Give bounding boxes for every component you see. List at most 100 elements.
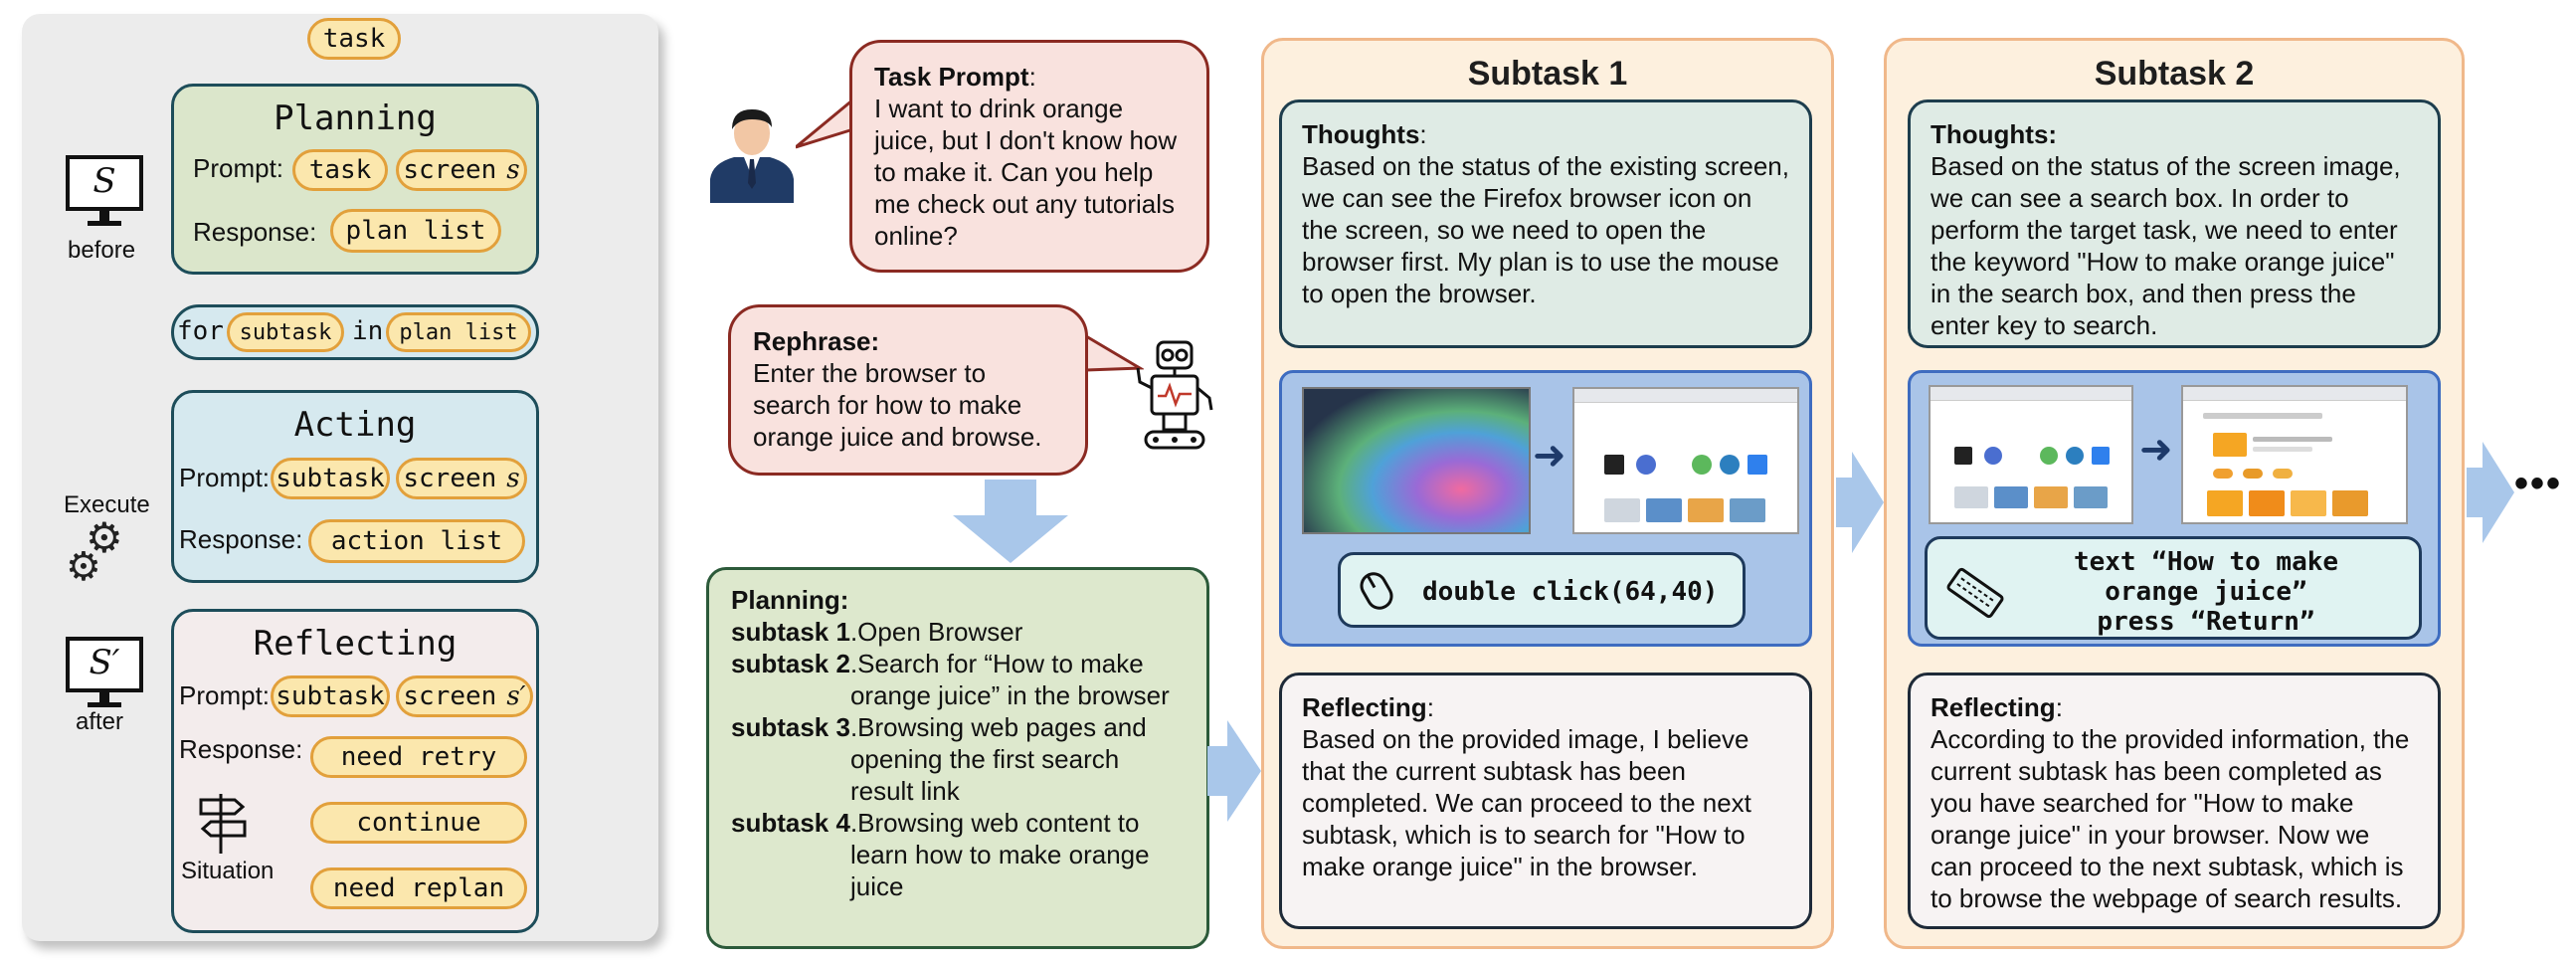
acting-action-pill: action list — [308, 519, 525, 563]
subtask2-action-line1: text “How to make — [2073, 547, 2339, 577]
subtask1-thoughts-label: Thoughts — [1302, 119, 1420, 149]
arrow-to-subtask2 — [1836, 452, 1884, 553]
continuation-ellipsis: ••• — [2514, 462, 2563, 505]
signpost-icon — [199, 794, 247, 854]
browser-home-screenshot — [1929, 385, 2133, 524]
arrow-to-subtask1 — [1207, 720, 1261, 822]
subtask2-reflect-text: According to the provided information, t… — [1931, 724, 2410, 913]
loop-in: in — [352, 316, 384, 346]
planning-screen-pill-label: screen — [403, 155, 497, 185]
plan-item-key: subtask 4 — [731, 808, 850, 838]
search-results-screenshot — [2181, 385, 2408, 524]
desktop-screenshot — [1302, 387, 1531, 534]
loop-for: for — [177, 316, 224, 346]
monitor-after-stand — [99, 692, 109, 704]
execute-label: Execute — [64, 491, 150, 518]
reflecting-response-label: Response: — [179, 734, 303, 764]
plan-item-key: subtask 2 — [731, 649, 850, 678]
task-pill-label: task — [322, 24, 386, 54]
planning-prompt-label: Prompt: — [193, 153, 284, 183]
planning-plan-pill: plan list — [330, 209, 501, 253]
subtask2-thoughts-box: Thoughts: Based on the status of the scr… — [1908, 99, 2441, 348]
gear-icon-small: ⚙ — [66, 545, 101, 589]
acting-response-label: Response: — [179, 524, 303, 554]
need-retry-label: need retry — [340, 742, 497, 772]
situation-label: Situation — [181, 858, 275, 884]
subtask2-reflect-label: Reflecting — [1931, 692, 2056, 722]
loop-subtask-pill: subtask — [227, 312, 344, 352]
subtask2-thoughts-label: Thoughts: — [1931, 119, 2058, 149]
reflecting-screen-pill: screen s′ — [396, 675, 533, 717]
subtask1-action-box: double click(64,40) — [1338, 552, 1746, 628]
task-prompt-title: Task Prompt — [874, 62, 1029, 92]
planning-summary-box: Planning: subtask 1.Open Browser subtask… — [706, 567, 1209, 949]
subtask2-title: Subtask 2 — [2094, 55, 2255, 93]
task-prompt-text: I want to drink orange juice, but I don'… — [874, 94, 1178, 251]
monitor-before-stand — [99, 211, 109, 223]
browser-screenshot — [1572, 387, 1799, 534]
rephrase-title: Rephrase: — [753, 326, 880, 356]
subtask2-reflect-box: Reflecting: According to the provided in… — [1908, 673, 2441, 929]
monitor-before-screen — [66, 155, 143, 211]
reflecting-title: Reflecting — [253, 624, 458, 664]
rephrase-bubble: Rephrase: Enter the browser to search fo… — [728, 304, 1088, 476]
monitor-after-base — [88, 702, 121, 707]
arrow-right-icon: ➜ — [1533, 434, 1566, 478]
monitor-before-base — [88, 221, 121, 226]
subtask2-reflect-colon: : — [2055, 692, 2063, 722]
subtask1-reflect-text: Based on the provided image, I believe t… — [1302, 724, 1751, 881]
reflecting-screen-pill-label: screen — [403, 681, 497, 711]
planning-response-label: Response: — [193, 217, 317, 247]
continue-pill: continue — [310, 802, 527, 844]
monitor-after-screen — [66, 637, 143, 692]
planning-title: Planning — [274, 98, 437, 138]
monitor-before-icon: S — [66, 155, 143, 227]
down-arrow — [953, 480, 1068, 563]
robot-icon — [1136, 340, 1213, 450]
subtask1-thoughts-box: Thoughts: Based on the status of the exi… — [1279, 99, 1812, 348]
rephrase-tail — [1085, 334, 1144, 372]
subtask2-action-line3: press “Return” — [2097, 607, 2315, 637]
planning-plan-pill-label: plan list — [345, 216, 486, 246]
arrow-to-next — [2467, 442, 2514, 543]
acting-screen-var: s — [506, 464, 520, 493]
subtask2-screens: ➜ text “How to make orange juice” press … — [1908, 370, 2441, 647]
monitor-after-symbol: S′ — [89, 643, 120, 682]
acting-subtask-pill-label: subtask — [276, 464, 385, 493]
subtask1-reflect-label: Reflecting — [1302, 692, 1427, 722]
reflecting-screen-var: s′ — [506, 681, 526, 711]
plan-item-value: .Search for “How to make orange juice” i… — [849, 649, 1170, 710]
need-replan-label: need replan — [332, 873, 505, 903]
reflecting-subtask-pill-label: subtask — [276, 681, 385, 711]
subtask1-reflect-box: Reflecting: Based on the provided image,… — [1279, 673, 1812, 929]
keyboard-icon — [1946, 567, 2004, 619]
planning-screen-var: s — [506, 155, 520, 185]
after-caption: after — [76, 708, 124, 735]
plan-item-key: subtask 3 — [731, 712, 850, 742]
rephrase-text: Enter the browser to search for how to m… — [753, 358, 1042, 452]
loop-plan-label: plan list — [399, 319, 518, 345]
reflecting-subtask-pill: subtask — [271, 675, 390, 717]
planning-task-pill: task — [292, 149, 388, 191]
gear-icon: ⚙ — [86, 514, 123, 561]
subtask2-action-box: text “How to make orange juice” press “R… — [1925, 536, 2422, 640]
planning-summary-title: Planning: — [731, 585, 849, 615]
planning-task-pill-label: task — [308, 155, 372, 185]
planning-screen-pill: screen s — [396, 149, 527, 191]
task-prompt-tail — [796, 97, 854, 149]
task-prompt-colon: : — [1028, 62, 1036, 92]
user-avatar-icon — [710, 109, 794, 203]
loop-plan-pill: plan list — [386, 312, 531, 352]
acting-screen-pill: screen s — [396, 458, 527, 499]
subtask2-action-line2: orange juice” — [2105, 577, 2307, 607]
plan-item-value: .Browsing web content to learn how to ma… — [849, 808, 1150, 901]
acting-screen-pill-label: screen — [403, 464, 497, 493]
monitor-before-symbol: S — [92, 161, 116, 201]
acting-action-pill-label: action list — [330, 526, 503, 556]
task-pill: task — [307, 18, 401, 60]
plan-item: subtask 1.Open Browser — [731, 616, 1185, 648]
plan-item-value: .Open Browser — [849, 617, 1023, 647]
plan-item: subtask 4.Browsing web content to learn … — [731, 807, 1185, 902]
before-caption: before — [68, 237, 136, 264]
plan-item: subtask 2.Search for “How to make orange… — [731, 648, 1185, 711]
